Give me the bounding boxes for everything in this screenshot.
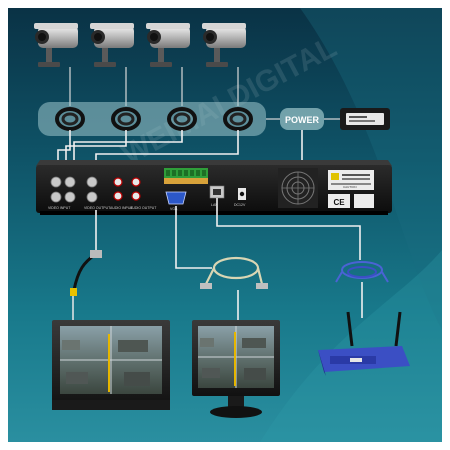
camera-cable-coil-1 — [55, 107, 85, 131]
camera-4 — [202, 23, 246, 67]
monitor-1 — [52, 320, 170, 410]
audio-input-label: AUDIO INPUT — [110, 206, 133, 210]
vga-label: VGA — [170, 207, 178, 211]
warning-sticker — [328, 170, 374, 190]
cable-bundle-panel — [38, 102, 266, 136]
dc-power-port — [238, 188, 246, 200]
power-label: POWER — [285, 115, 320, 125]
lan-cable — [216, 198, 361, 260]
vga-cable — [175, 206, 212, 269]
warning-text: CAUTION — [343, 185, 357, 189]
camera-2 — [90, 23, 134, 67]
video-input-label: VIDEO INPUT — [48, 206, 71, 210]
camera-1 — [34, 23, 78, 67]
ce-mark: CE — [333, 198, 345, 207]
alarm-terminal-block — [164, 168, 208, 184]
camera-cable-coil-2 — [111, 107, 141, 131]
audio-rca-ports — [113, 177, 141, 201]
lan-port — [209, 185, 225, 199]
camera-cable-coil-4 — [223, 107, 253, 131]
power-adapter — [340, 108, 390, 130]
lan-label: LAN — [211, 203, 218, 207]
vga-port — [165, 191, 187, 205]
monitor-2 — [192, 320, 280, 418]
camera-cable-coil-3 — [167, 107, 197, 131]
network-cable-coil — [335, 261, 389, 283]
cooling-fan — [278, 168, 318, 208]
bnc-rca-cable — [70, 250, 102, 320]
video-output-label: VIDEO OUTPUT — [84, 206, 111, 210]
audio-output-label: AUDIO OUTPUT — [130, 206, 157, 210]
wireless-router — [318, 311, 410, 376]
vga-cable-coil — [200, 256, 268, 289]
camera-mount-lines — [69, 67, 239, 106]
camera-3 — [146, 23, 190, 67]
dc-power-label: DC12V — [234, 203, 246, 207]
barcode-sticker — [354, 194, 374, 208]
bnc-video-inputs — [50, 176, 98, 203]
power-label-box — [280, 108, 324, 130]
